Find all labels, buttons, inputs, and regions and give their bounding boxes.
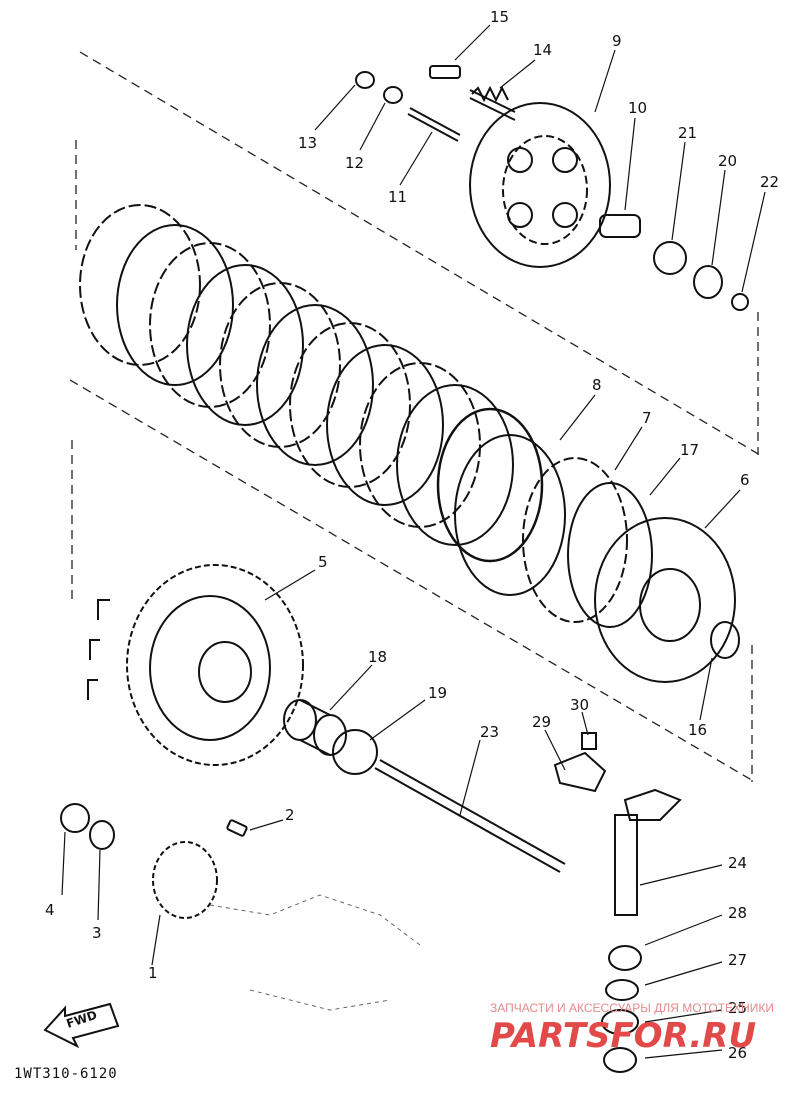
callout-6: 6 xyxy=(740,471,750,489)
callout-17: 17 xyxy=(680,441,699,459)
watermark-brand: PARTSFOR.RU xyxy=(490,1016,756,1056)
callout-29: 29 xyxy=(532,713,551,731)
callout-28: 28 xyxy=(728,904,747,922)
clutch-housing xyxy=(87,564,304,766)
callout-14: 14 xyxy=(533,41,552,59)
callout-25: 25 xyxy=(728,999,747,1017)
callout-labels: 15 14 9 13 12 11 10 21 20 22 8 7 17 6 5 … xyxy=(45,8,779,1062)
callout-21: 21 xyxy=(678,124,697,142)
callout-3: 3 xyxy=(92,924,102,942)
leader-lines xyxy=(61,24,766,1059)
callout-15: 15 xyxy=(490,8,509,26)
callout-7: 7 xyxy=(642,409,652,427)
drawing-code: 1WT310-6120 xyxy=(14,1066,118,1082)
callout-4: 4 xyxy=(45,901,55,919)
callout-9: 9 xyxy=(612,32,622,50)
callout-24: 24 xyxy=(728,854,747,872)
clutch-boss xyxy=(594,517,740,683)
callout-23: 23 xyxy=(480,723,499,741)
primary-drive-group xyxy=(60,803,248,919)
callout-20: 20 xyxy=(718,152,737,170)
push-lever-assembly xyxy=(553,732,682,1073)
callout-18: 18 xyxy=(368,648,387,666)
callout-19: 19 xyxy=(428,684,447,702)
clutch-plate-stack xyxy=(79,204,544,563)
pressure-plate xyxy=(469,102,611,268)
callout-16: 16 xyxy=(688,721,707,739)
callout-27: 27 xyxy=(728,951,747,969)
callout-12: 12 xyxy=(345,154,364,172)
callout-5: 5 xyxy=(318,553,328,571)
damper-rings xyxy=(454,434,653,628)
callout-26: 26 xyxy=(728,1044,747,1062)
callout-30: 30 xyxy=(570,696,589,714)
engine-case-outline xyxy=(209,894,421,1011)
callout-2: 2 xyxy=(285,806,295,824)
callout-13: 13 xyxy=(298,134,317,152)
callout-10: 10 xyxy=(628,99,647,117)
callout-1: 1 xyxy=(148,964,158,982)
callout-11: 11 xyxy=(388,188,407,206)
callout-8: 8 xyxy=(592,376,602,394)
watermark: ЗАПЧАСТИ И АКСЕССУАРЫ ДЛЯ МОТОТЕХНИКИ PA… xyxy=(490,1001,774,1056)
assembly-axis-lines xyxy=(69,51,761,783)
pressure-hardware xyxy=(355,65,749,311)
watermark-tagline: ЗАПЧАСТИ И АКСЕССУАРЫ ДЛЯ МОТОТЕХНИКИ xyxy=(490,1001,774,1015)
shaft-parts xyxy=(283,699,566,873)
fwd-arrow: FWD xyxy=(43,1002,120,1049)
callout-22: 22 xyxy=(760,173,779,191)
